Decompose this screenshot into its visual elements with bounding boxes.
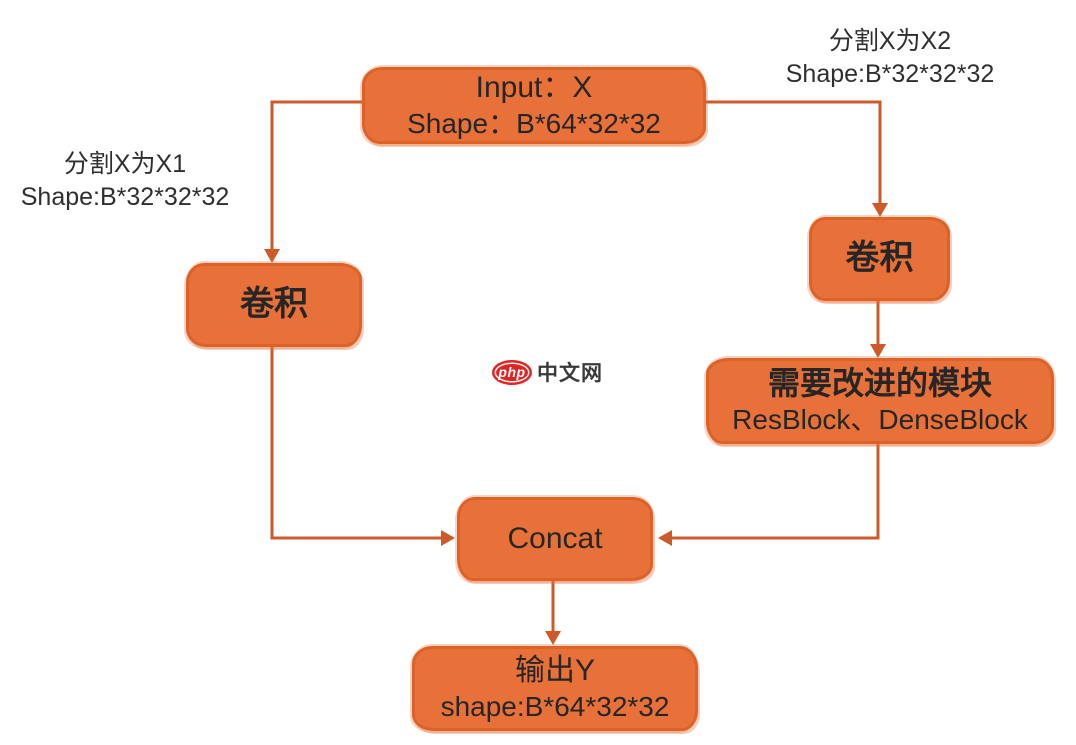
watermark-text: 中文网 bbox=[537, 362, 603, 385]
arrow-conv-left-to-concat bbox=[270, 347, 442, 540]
module-node-subtitle: ResBlock、DenseBlock bbox=[732, 404, 1028, 436]
output-node-title: 输出Y bbox=[514, 654, 595, 688]
arrowhead-down-icon bbox=[870, 344, 886, 358]
conv-right-node: 卷积 bbox=[809, 217, 950, 301]
arrow-input-to-conv-left bbox=[270, 100, 362, 250]
input-node: Input：X Shape：B*64*32*32 bbox=[362, 67, 706, 144]
module-node-title: 需要改进的模块 bbox=[767, 365, 992, 402]
watermark: php 中文网 bbox=[492, 357, 603, 387]
split-x2-title: 分割X为X2 bbox=[828, 27, 952, 55]
input-node-title: Input：X bbox=[475, 71, 593, 105]
input-node-shape: Shape：B*64*32*32 bbox=[407, 107, 661, 139]
split-x1-shape: Shape:B*32*32*32 bbox=[20, 182, 230, 211]
arrow-module-to-concat bbox=[671, 444, 880, 540]
arrowhead-down-icon bbox=[545, 631, 561, 645]
split-x1-label: 分割X为X1 Shape:B*32*32*32 bbox=[5, 148, 245, 213]
module-node: 需要改进的模块 ResBlock、DenseBlock bbox=[706, 358, 1054, 444]
php-logo-icon: php bbox=[492, 359, 532, 385]
arrowhead-down-icon bbox=[872, 203, 888, 217]
concat-node: Concat bbox=[457, 497, 653, 581]
arrowhead-right-icon bbox=[441, 530, 455, 546]
output-node: 输出Y shape:B*64*32*32 bbox=[412, 646, 698, 731]
split-x1-title: 分割X为X1 bbox=[63, 150, 187, 178]
arrowhead-down-icon bbox=[264, 249, 280, 263]
arrow-input-to-conv-right bbox=[706, 100, 882, 204]
split-x2-shape: Shape:B*32*32*32 bbox=[785, 59, 995, 88]
split-x2-label: 分割X为X2 Shape:B*32*32*32 bbox=[770, 25, 1010, 90]
output-node-shape: shape:B*64*32*32 bbox=[440, 690, 670, 722]
conv-right-label: 卷积 bbox=[845, 239, 914, 278]
arrowhead-left-icon bbox=[658, 530, 672, 546]
concat-label: Concat bbox=[507, 521, 603, 555]
conv-left-label: 卷积 bbox=[240, 285, 308, 324]
conv-left-node: 卷积 bbox=[186, 263, 362, 347]
